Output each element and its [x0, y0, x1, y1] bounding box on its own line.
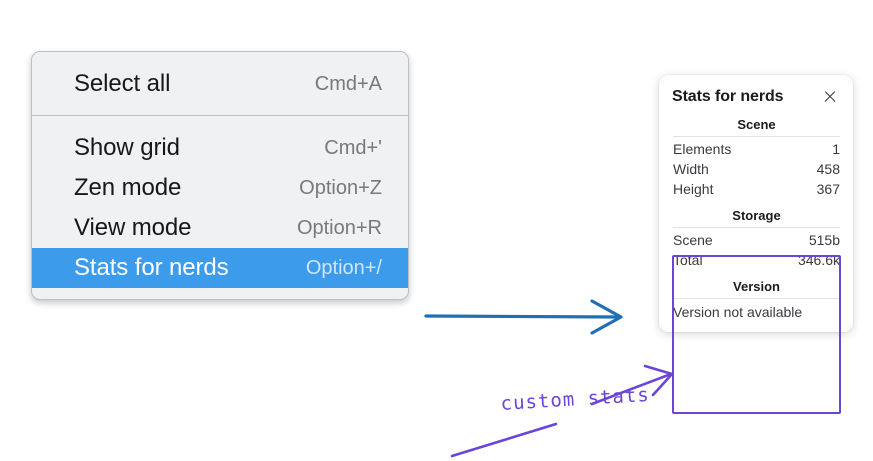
panel-title: Stats for nerds — [672, 88, 784, 105]
section-heading-scene: Scene — [737, 117, 776, 132]
stat-row-height: Height 367 — [672, 179, 841, 199]
version-text: Version not available — [673, 304, 803, 320]
menu-item-label: Stats for nerds — [74, 254, 229, 281]
menu-item-select-all[interactable]: Select all Cmd+A — [32, 64, 408, 104]
menu-item-stats-for-nerds[interactable]: Stats for nerds Option+/ — [32, 248, 408, 288]
stat-row-total-storage: Total 346.6k — [672, 250, 841, 270]
stat-row-elements: Elements 1 — [672, 139, 841, 159]
stats-for-nerds-panel: Stats for nerds Scene Elements 1 Width 4… — [659, 75, 853, 332]
stat-value: 458 — [816, 161, 840, 177]
stat-label: Elements — [673, 141, 732, 157]
panel-titlebar: Stats for nerds — [672, 85, 841, 108]
section-divider — [673, 227, 840, 228]
section-heading-version: Version — [733, 279, 780, 294]
blue-arrow — [424, 299, 623, 335]
stat-value: 1 — [832, 141, 840, 157]
menu-item-shortcut: Cmd+A — [314, 72, 382, 95]
stat-label: Width — [673, 161, 709, 177]
section-divider — [673, 136, 840, 137]
canvas-context-menu[interactable]: Select all Cmd+A Show grid Cmd+' Zen mod… — [31, 51, 409, 300]
menu-item-shortcut: Cmd+' — [324, 136, 382, 159]
close-icon[interactable] — [822, 89, 838, 105]
menu-group-2: Show grid Cmd+' Zen mode Option+Z View m… — [32, 115, 408, 299]
menu-group-1: Select all Cmd+A — [32, 52, 408, 115]
menu-item-view-mode[interactable]: View mode Option+R — [32, 208, 408, 248]
stat-value: 346.6k — [797, 252, 840, 268]
menu-item-shortcut: Option+R — [296, 216, 382, 239]
stat-value: 515b — [808, 232, 840, 248]
stat-value: 367 — [816, 181, 840, 197]
stat-label: Total — [673, 252, 703, 268]
menu-item-zen-mode[interactable]: Zen mode Option+Z — [32, 168, 408, 208]
stat-label: Scene — [673, 232, 713, 248]
menu-item-shortcut: Option+/ — [305, 256, 382, 279]
stat-row-width: Width 458 — [672, 159, 841, 179]
section-heading-storage: Storage — [732, 208, 781, 223]
stat-row-scene-storage: Scene 515b — [672, 230, 841, 250]
handwritten-annotation-label: custom stats — [500, 383, 651, 415]
menu-item-label: Show grid — [74, 134, 180, 161]
purple-underline-stroke — [450, 422, 558, 458]
menu-item-shortcut: Option+Z — [299, 176, 382, 199]
menu-item-show-grid[interactable]: Show grid Cmd+' — [32, 128, 408, 168]
section-divider — [673, 298, 840, 299]
menu-item-label: Zen mode — [74, 174, 182, 201]
menu-item-label: Select all — [74, 70, 171, 97]
menu-item-label: View mode — [74, 214, 192, 241]
stat-label: Height — [673, 181, 714, 197]
